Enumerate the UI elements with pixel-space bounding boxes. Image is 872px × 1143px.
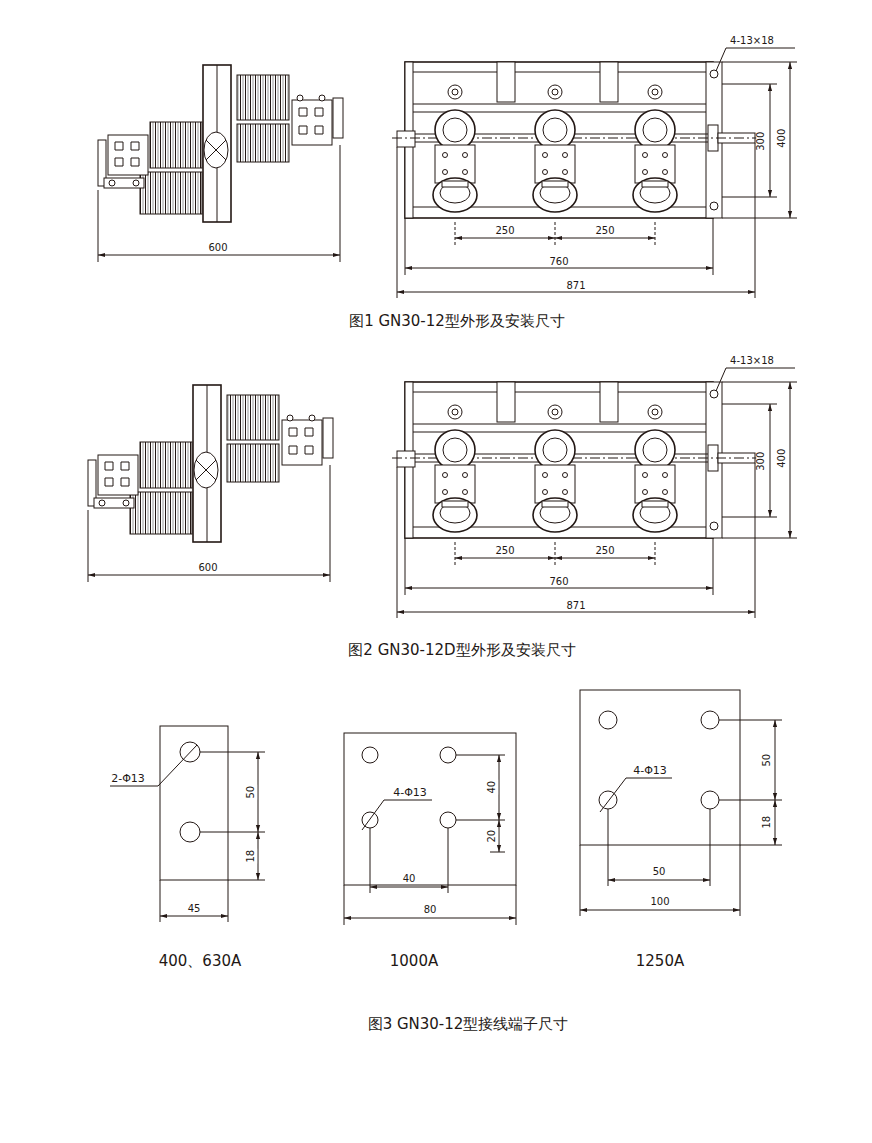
dimension-label: 300 xyxy=(757,130,768,151)
figure-caption: 图2 GN30-12D型外形及安装尺寸 xyxy=(347,643,576,659)
dimension-label: 4-13×18 xyxy=(729,36,775,47)
figure-caption: 图1 GN30-12型外形及安装尺寸 xyxy=(348,314,566,330)
dimension-label: 50 xyxy=(652,867,667,878)
dimension-label: 871 xyxy=(565,601,586,612)
dimension-label: 18 xyxy=(246,849,257,864)
dimension-label: 600 xyxy=(207,243,228,254)
rating-label: 1000A xyxy=(389,954,439,970)
side-view xyxy=(98,65,343,262)
hole-callout: 2-Φ13 xyxy=(110,773,146,785)
figure-caption: 图3 GN30-12型接线端子尺寸 xyxy=(367,1017,570,1033)
dimension-label: 400 xyxy=(778,447,789,468)
rating-label: 1250A xyxy=(635,954,685,970)
dimension-label: 40 xyxy=(402,874,417,885)
dimension-label: 600 xyxy=(197,563,218,574)
terminal-1000a xyxy=(344,733,516,925)
hole-callout: 4-Φ13 xyxy=(632,765,668,777)
dimension-label: 40 xyxy=(487,780,498,795)
terminal-1250a xyxy=(580,690,782,916)
dimension-label: 250 xyxy=(494,226,515,237)
dimension-label: 4-13×18 xyxy=(729,356,775,367)
dimension-label: 400 xyxy=(778,127,789,148)
dimension-label: 300 xyxy=(757,450,768,471)
hole-callout: 4-Φ13 xyxy=(392,787,428,799)
dimension-label: 871 xyxy=(565,281,586,292)
dimension-label: 20 xyxy=(487,829,498,844)
dimension-label: 250 xyxy=(594,546,615,557)
dimension-label: 18 xyxy=(762,815,773,830)
dimension-label: 250 xyxy=(594,226,615,237)
dimension-label: 760 xyxy=(548,577,569,588)
rating-label: 400、630A xyxy=(158,954,243,970)
dimension-label: 80 xyxy=(423,905,438,916)
dimension-label: 50 xyxy=(762,753,773,768)
front-view xyxy=(392,48,797,298)
front-view xyxy=(392,368,797,618)
dimension-label: 760 xyxy=(548,257,569,268)
dimension-label: 100 xyxy=(649,897,670,908)
dimension-label: 50 xyxy=(246,785,257,800)
dimension-label: 45 xyxy=(187,904,202,915)
dimension-label: 250 xyxy=(494,546,515,557)
terminal-400-630a xyxy=(110,726,265,922)
side-view xyxy=(88,385,333,582)
